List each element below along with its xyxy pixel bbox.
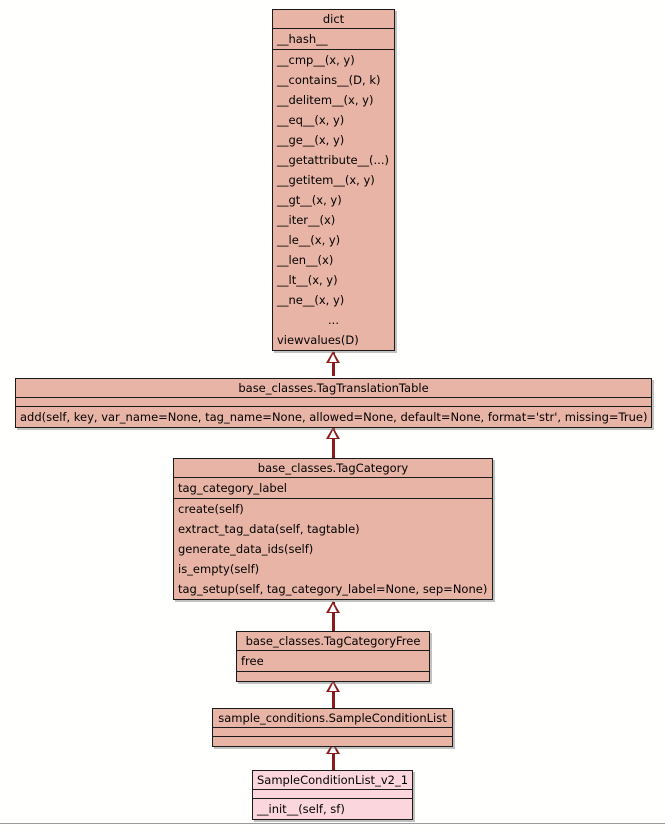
method-row: __getattribute__(...): [277, 153, 389, 167]
method-row: add(self, key, var_name=None, tag_name=N…: [20, 410, 648, 424]
class-box-sampleconditionlist-v2-1[interactable]: SampleConditionList_v2_1 __init__(self, …: [252, 770, 413, 820]
method-row: __le__(x, y): [277, 233, 341, 247]
class-box-sampleconditionlist[interactable]: sample_conditions.SampleConditionList: [212, 708, 453, 747]
method-row: __iter__(x): [277, 213, 336, 227]
method-row: __lt__(x, y): [277, 273, 338, 287]
inheritance-arrow-sampleconditionlist-tagcategoryfree: [326, 680, 340, 692]
inheritance-arrow-tagcategoryfree-tagcategory: [326, 601, 340, 613]
attribute-row: __hash__: [277, 32, 328, 46]
class-attributes-sampleconditionlist-v2-1: [253, 790, 412, 799]
inheritance-arrow-tagtranslationtable-dict: [326, 351, 340, 363]
class-methods-tagtranslationtable: add(self, key, var_name=None, tag_name=N…: [16, 407, 651, 427]
inheritance-edge-line-v21-sampleconditionlist: [332, 743, 335, 771]
method-row: __delitem__(x, y): [277, 93, 374, 107]
method-row: viewvalues(D): [277, 333, 359, 347]
method-row: generate_data_ids(self): [178, 542, 314, 556]
inheritance-edge-line-tagtranslationtable-dict: [332, 352, 335, 376]
class-name-sampleconditionlist: sample_conditions.SampleConditionList: [213, 709, 452, 728]
method-row: __eq__(x, y): [277, 113, 345, 127]
method-row: __init__(self, sf): [257, 802, 345, 816]
method-row: extract_tag_data(self, tagtable): [178, 522, 360, 536]
method-row: __cmp__(x, y): [277, 53, 355, 67]
inheritance-arrow-tagcategory-tagtranslationtable: [326, 427, 340, 439]
class-attributes-tagtranslationtable: [16, 398, 651, 407]
class-name-tagcategory: base_classes.TagCategory: [174, 459, 492, 478]
class-attributes-tagcategory: tag_category_label: [174, 478, 492, 499]
class-box-dict[interactable]: dict __hash__ __cmp__(x, y) __contains__…: [272, 9, 395, 351]
class-name-tagcategoryfree: base_classes.TagCategoryFree: [237, 632, 429, 651]
class-name-tagtranslationtable: base_classes.TagTranslationTable: [16, 379, 651, 398]
class-box-tagcategory[interactable]: base_classes.TagCategory tag_category_la…: [173, 458, 493, 600]
class-attributes-tagcategoryfree: free: [237, 651, 429, 672]
method-row: __len__(x): [277, 253, 334, 267]
inheritance-edge-line-tagcategoryfree-tagcategory: [332, 602, 335, 632]
class-attributes-dict: __hash__: [273, 29, 394, 50]
class-methods-tagcategoryfree: [237, 672, 429, 681]
method-row: __getitem__(x, y): [277, 173, 375, 187]
attribute-row: tag_category_label: [178, 481, 287, 495]
class-name-dict: dict: [273, 10, 394, 29]
class-box-tagtranslationtable[interactable]: base_classes.TagTranslationTable add(sel…: [15, 378, 652, 428]
class-methods-tagcategory: create(self) extract_tag_data(self, tagt…: [174, 499, 492, 599]
method-row: __contains__(D, k): [277, 73, 381, 87]
class-name-sampleconditionlist-v2-1: SampleConditionList_v2_1: [253, 771, 412, 790]
inheritance-edge-line-sampleconditionlist-tagcategoryfree: [332, 681, 335, 710]
class-box-tagcategoryfree[interactable]: base_classes.TagCategoryFree free: [236, 631, 430, 682]
method-row: create(self): [178, 502, 244, 516]
method-row: __ge__(x, y): [277, 133, 345, 147]
class-methods-sampleconditionlist: [213, 737, 452, 746]
method-row: __ne__(x, y): [277, 293, 345, 307]
method-row: is_empty(self): [178, 562, 260, 576]
attribute-row: free: [241, 654, 264, 668]
class-methods-dict: __cmp__(x, y) __contains__(D, k) __delit…: [273, 50, 394, 350]
method-row-ellipsis: ...: [328, 313, 339, 327]
class-methods-sampleconditionlist-v2-1: __init__(self, sf): [253, 799, 412, 819]
page-bottom-rule: [0, 823, 665, 824]
method-row: __gt__(x, y): [277, 193, 342, 207]
class-attributes-sampleconditionlist: [213, 728, 452, 737]
method-row: tag_setup(self, tag_category_label=None,…: [178, 582, 488, 596]
inheritance-edge-line-tagcategory-tagtranslationtable: [332, 428, 335, 458]
